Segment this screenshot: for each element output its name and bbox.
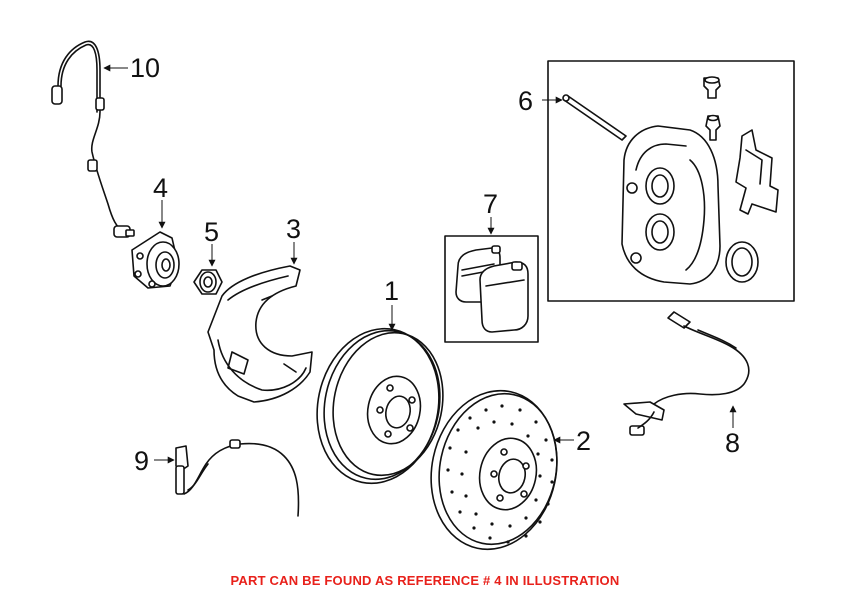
- part-3-splash-shield[interactable]: [207, 265, 313, 403]
- callout-5: 5: [204, 217, 219, 247]
- callout-6: 6: [518, 86, 533, 116]
- callout-10: 10: [130, 53, 160, 83]
- callout-1: 1: [384, 276, 399, 306]
- callout-7: 7: [483, 189, 498, 219]
- part-6-caliper-assembly[interactable]: [547, 60, 795, 302]
- part-2-drilled-rotor[interactable]: [417, 379, 572, 561]
- footer-note: PART CAN BE FOUND AS REFERENCE # 4 IN IL…: [230, 573, 620, 588]
- callout-4: 4: [153, 173, 168, 203]
- callout-3: 3: [286, 214, 301, 244]
- callout-8: 8: [725, 428, 740, 458]
- part-9-wear-sensor[interactable]: [175, 439, 300, 517]
- callout-9: 9: [134, 446, 149, 476]
- part-7-brake-pads[interactable]: [444, 235, 539, 343]
- part-4-wheel-hub[interactable]: [131, 231, 180, 289]
- part-10-wheel-speed-sensor[interactable]: [51, 40, 135, 238]
- callout-2: 2: [576, 426, 591, 456]
- part-5-axle-nut[interactable]: [193, 269, 223, 295]
- part-8-wear-sensor[interactable]: [623, 311, 750, 436]
- part-1-brake-rotor[interactable]: [303, 317, 456, 495]
